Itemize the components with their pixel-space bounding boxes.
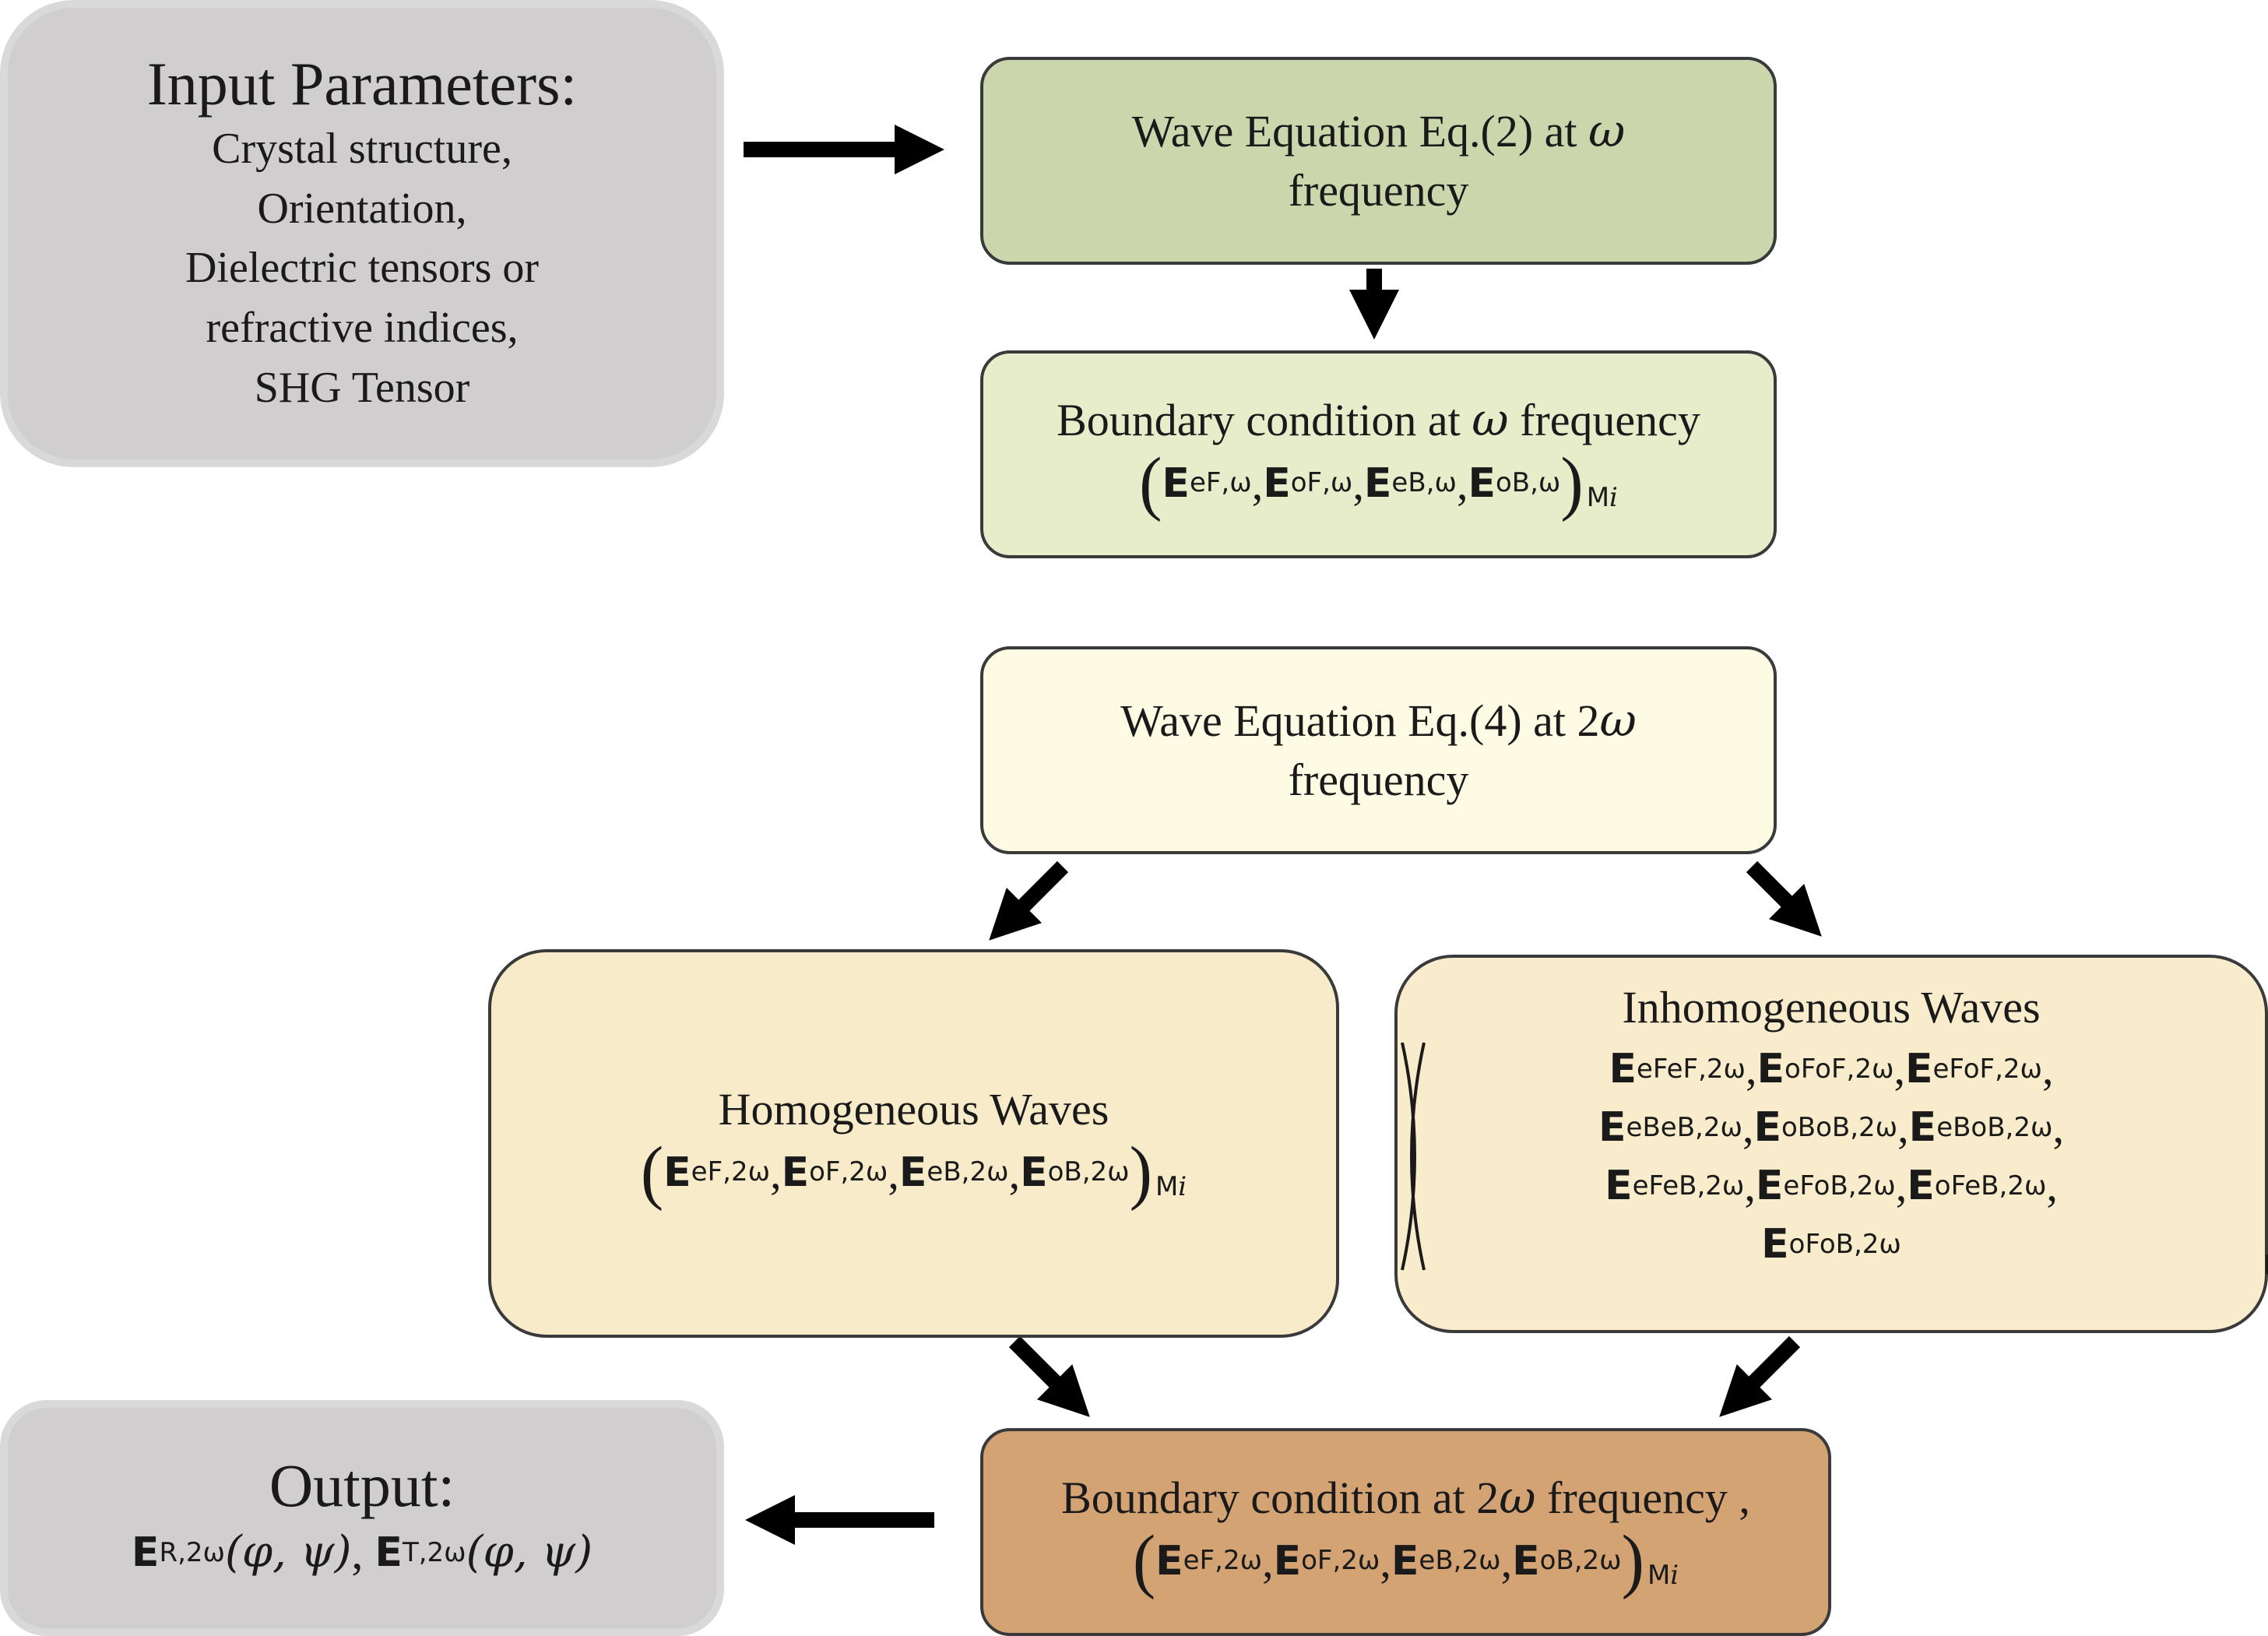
arrow-inhomogeneous-to-bc-2omega (1719, 1335, 1801, 1417)
inhomogeneous-subscript: Mi (2263, 1250, 2268, 1281)
boundary-condition-omega-line1: Boundary condition at ω frequency (1057, 392, 1700, 446)
boundary-condition-2omega-box: Boundary condition at 2ω frequency , ( E… (980, 1428, 1831, 1636)
wave-equation-2omega-line1: Wave Equation Eq.(4) at 2ω (1120, 694, 1637, 748)
homogeneous-waves-title: Homogeneous Waves (718, 1083, 1109, 1135)
inhomogeneous-waves-title: Inhomogeneous Waves (1622, 982, 2041, 1033)
wave-equation-2omega-line2: frequency (1288, 754, 1469, 805)
input-param-orientation: Orientation, (257, 184, 467, 233)
arrow-wave-2omega-to-inhomogeneous (1746, 860, 1822, 937)
inhomogeneous-left-paren (1410, 1042, 1426, 1271)
input-param-dielectric: Dielectric tensors or (185, 244, 540, 293)
input-param-refractive: refractive indices, (206, 304, 519, 353)
input-param-shg-tensor: SHG Tensor (254, 363, 470, 412)
arrow-homogeneous-to-bc-2omega (1008, 1335, 1090, 1417)
inhomogeneous-right-paren (1401, 1042, 1416, 1271)
wave-equation-omega-line2: frequency (1288, 164, 1469, 216)
boundary-condition-2omega-line1: Boundary condition at 2ω frequency , (1061, 1470, 1750, 1524)
arrow-wave-2omega-to-homogeneous (989, 860, 1069, 941)
wave-equation-2omega-box: Wave Equation Eq.(4) at 2ω frequency (980, 646, 1777, 854)
input-parameters-box: Input Parameters: Crystal structure, Ori… (0, 0, 724, 467)
wave-equation-omega-line1: Wave Equation Eq.(2) at ω (1131, 104, 1626, 158)
output-title: Output: (269, 1451, 455, 1519)
input-param-crystal-structure: Crystal structure, (212, 125, 512, 174)
wave-equation-omega-box: Wave Equation Eq.(2) at ω frequency (980, 57, 1777, 265)
input-parameters-title: Input Parameters: (146, 50, 578, 118)
